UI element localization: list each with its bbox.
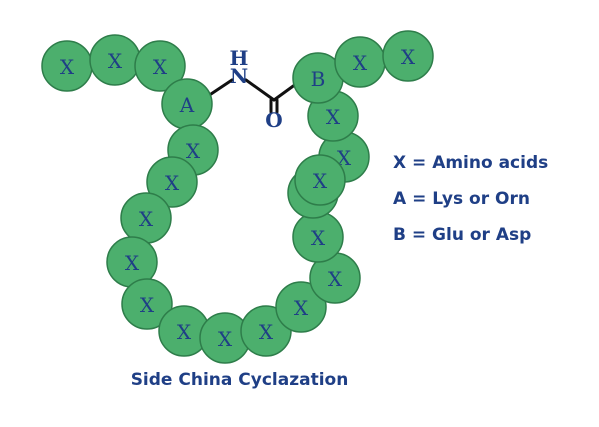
bead-label: X [326, 105, 341, 129]
bead-label: X [139, 207, 154, 231]
bond-n-c [244, 78, 276, 102]
bead-left-top-1: X [41, 40, 93, 92]
bead-circle [146, 156, 198, 208]
bead-label: X [401, 45, 416, 69]
bead-label: X [125, 251, 140, 275]
bead-right-chain-3: X [292, 211, 344, 263]
bead-label: X [153, 55, 168, 79]
bead-label: X [177, 320, 192, 344]
bead-label: X [140, 293, 155, 317]
bead-left-chain-3: X [120, 192, 172, 244]
legend-residue-b: B = Glu or Asp [393, 225, 532, 245]
bead-left-chain-4: X [106, 236, 158, 288]
bead-label: X [353, 51, 368, 75]
bead-label: X [259, 320, 274, 344]
bead-residue-a: A [161, 78, 213, 130]
bead-label: X [218, 327, 233, 351]
legend-residue-a: A = Lys or Orn [393, 189, 530, 209]
bead-bottom-2: X [199, 312, 251, 364]
bead-circle [294, 154, 346, 206]
atom-o: O [265, 108, 282, 132]
bead-right-chain-7: X [294, 154, 346, 206]
bead-label: X [328, 267, 343, 291]
bond-a-n [206, 78, 234, 98]
bead-label: X [313, 169, 328, 193]
diagram-caption: Side China Cyclazation [130, 370, 349, 390]
atom-h: H [230, 46, 249, 70]
bead-right-top-1: X [334, 36, 386, 88]
bead-circle [275, 281, 327, 333]
bead-label: X [294, 296, 309, 320]
bead-circle [382, 30, 434, 82]
bead-label: X [337, 146, 352, 170]
bead-label: A [179, 93, 195, 117]
bead-left-chain-5: X [121, 278, 173, 330]
bead-label: X [108, 49, 123, 73]
legend-amino-acids: X = Amino acids [393, 153, 549, 173]
bead-right-chain-1: X [275, 281, 327, 333]
bead-circle [121, 278, 173, 330]
peptide-chain: XXXAXXXXXXXXXXXXXXXBXX [41, 30, 434, 364]
bead-label: X [165, 171, 180, 195]
bead-label: X [311, 226, 326, 250]
bead-label: X [60, 55, 75, 79]
amide-bond: H N O [206, 46, 298, 132]
bond-c-b [272, 82, 298, 102]
bead-label: X [186, 139, 201, 163]
bead-label: B [311, 67, 326, 91]
atom-n: N [230, 64, 248, 88]
bead-left-chain-2: X [146, 156, 198, 208]
bead-left-top-3: X [134, 40, 186, 92]
bead-circle [134, 40, 186, 92]
bead-right-top-2: X [382, 30, 434, 82]
bead-right-chain-2: X [309, 252, 361, 304]
bead-left-top-2: X [89, 34, 141, 86]
